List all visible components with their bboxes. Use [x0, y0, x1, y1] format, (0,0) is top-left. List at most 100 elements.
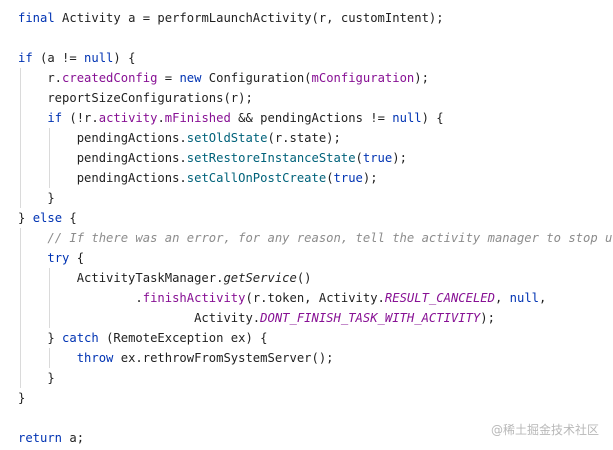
code-token: true [333, 171, 363, 185]
code-line [18, 28, 613, 48]
code-token: && pendingActions != [230, 111, 393, 125]
code-token: ( [326, 171, 334, 185]
code-token: ) { [421, 111, 444, 125]
indent-guide [49, 128, 50, 148]
code-token: try [47, 251, 77, 265]
indent-guide [20, 248, 21, 268]
code-token: (r.state); [267, 131, 341, 145]
indent-guide [20, 128, 21, 148]
code-line: try { [18, 248, 613, 268]
code-token: } [18, 371, 55, 385]
indent-guide [20, 308, 21, 328]
code-line: // If there was an error, for any reason… [18, 228, 613, 248]
code-line: return a; [18, 428, 613, 448]
indent-guide [20, 168, 21, 188]
code-line: Activity.DONT_FINISH_TASK_WITH_ACTIVITY)… [18, 308, 613, 328]
code-line: pendingActions.setOldState(r.state); [18, 128, 613, 148]
code-line: } [18, 188, 613, 208]
watermark: @稀土掘金技术社区 [490, 423, 599, 437]
code-token: null [509, 291, 540, 305]
indent-guide [20, 88, 21, 108]
code-line: pendingActions.setRestoreInstanceState(t… [18, 148, 613, 168]
code-token: // If there was an error, for any reason… [47, 231, 613, 245]
indent-guide [49, 308, 50, 328]
code-token [18, 251, 47, 265]
code-line: } else { [18, 208, 613, 228]
code-token: null [84, 51, 114, 65]
code-token: . [18, 291, 143, 305]
code-token: } [18, 211, 33, 225]
code-token: reportSizeConfigurations(r); [18, 91, 253, 105]
code-token: r. [18, 71, 63, 85]
code-token: ); [392, 151, 407, 165]
code-token: catch [62, 331, 107, 345]
code-token: ex.rethrowFromSystemServer(); [120, 351, 334, 365]
code-line: reportSizeConfigurations(r); [18, 88, 613, 108]
code-line: throw ex.rethrowFromSystemServer(); [18, 348, 613, 368]
indent-guide [20, 148, 21, 168]
code-token: return [18, 431, 70, 445]
code-token: createdConfig [62, 71, 158, 85]
indent-guide [20, 348, 21, 368]
code-token: if [18, 51, 41, 65]
code-token: getService [223, 271, 297, 285]
indent-guide [49, 168, 50, 188]
code-token: ( [355, 151, 363, 165]
code-token: } [18, 191, 55, 205]
code-token: Configuration( [208, 71, 312, 85]
code-token: } [18, 331, 63, 345]
code-token: final [18, 11, 63, 25]
code-token: a; [69, 431, 85, 445]
code-token: new [179, 71, 209, 85]
code-token: pendingActions. [18, 131, 187, 145]
code-token [18, 351, 77, 365]
code-line: final Activity a = performLaunchActivity… [18, 8, 613, 28]
code-token: if [47, 111, 70, 125]
code-token: = [157, 71, 180, 85]
code-line: if (!r.activity.mFinished && pendingActi… [18, 108, 613, 128]
code-editor: final Activity a = performLaunchActivity… [18, 8, 613, 448]
code-token: Activity a = performLaunchActivity(r, cu… [62, 11, 444, 25]
code-token: setOldState [186, 131, 268, 145]
indent-guide [49, 268, 50, 288]
code-token: mConfiguration [311, 71, 415, 85]
code-token: () [296, 271, 312, 285]
indent-guide [20, 68, 21, 88]
code-line: if (a != null) { [18, 48, 613, 68]
indent-guide [20, 268, 21, 288]
code-token: (RemoteException ex) { [106, 331, 268, 345]
code-token: (a != [40, 51, 85, 65]
code-token: DONT_FINISH_TASK_WITH_ACTIVITY [260, 311, 481, 325]
code-token: throw [76, 351, 121, 365]
code-token: pendingActions. [18, 151, 187, 165]
code-token: ); [362, 171, 378, 185]
code-token: else [32, 211, 70, 225]
code-token: ); [414, 71, 429, 85]
code-token: } [18, 391, 26, 405]
code-token: . [157, 111, 165, 125]
indent-guide [49, 288, 50, 308]
code-token: ) { [113, 51, 136, 65]
code-token: Activity. [18, 311, 261, 325]
indent-guide [49, 348, 50, 368]
code-token: , [494, 291, 510, 305]
code-token: { [69, 211, 77, 225]
code-token: { [76, 251, 85, 265]
code-token: ActivityTaskManager. [18, 271, 224, 285]
code-token [18, 231, 47, 245]
code-token: RESULT_CANCELED [384, 291, 495, 305]
code-token: setRestoreInstanceState [186, 151, 356, 165]
indent-guide [20, 188, 21, 208]
indent-guide [20, 328, 21, 348]
code-token: pendingActions. [18, 171, 187, 185]
indent-guide [49, 148, 50, 168]
code-line: r.createdConfig = new Configuration(mCon… [18, 68, 613, 88]
code-token: activity [98, 111, 158, 125]
indent-guide [20, 228, 21, 248]
code-line: ActivityTaskManager.getService() [18, 268, 613, 288]
code-token: (r.token, Activity. [245, 291, 385, 305]
code-token: , [539, 291, 547, 305]
code-token [18, 111, 47, 125]
code-line: } catch (RemoteException ex) { [18, 328, 613, 348]
indent-guide [20, 288, 21, 308]
